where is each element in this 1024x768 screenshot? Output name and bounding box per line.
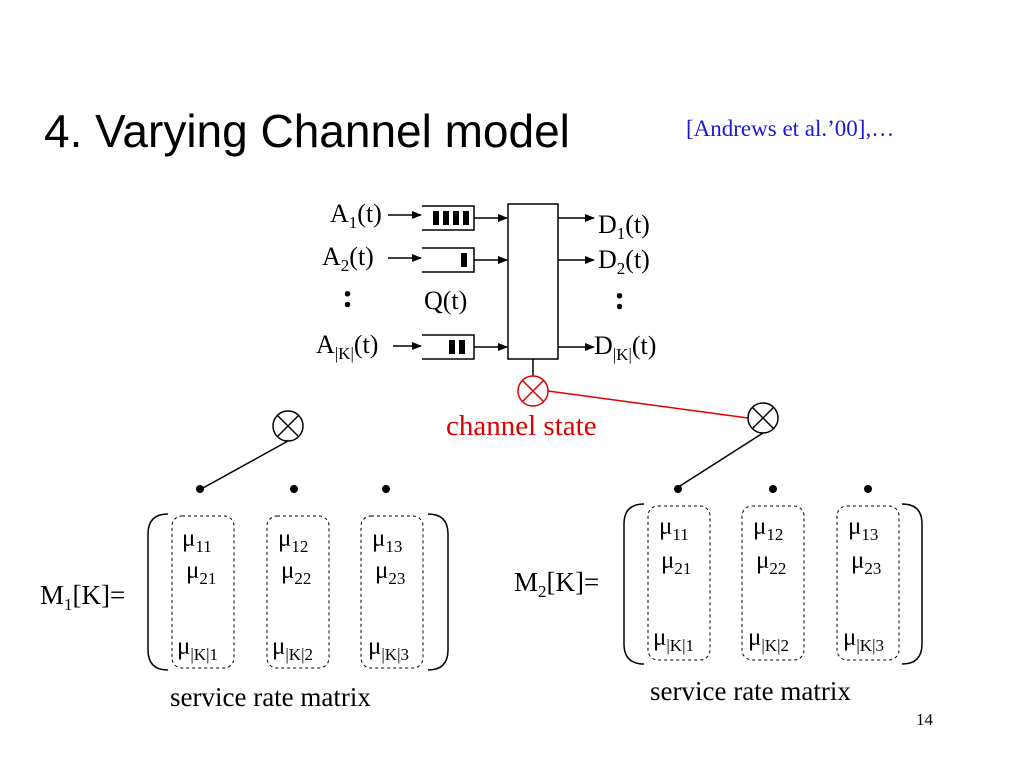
matrix-2-entry-22: μ22 — [756, 547, 787, 578]
channel-state-label: channel state — [446, 410, 597, 442]
matrix-2-entry-k3: μ|K|3 — [843, 624, 884, 655]
page-number: 14 — [916, 710, 933, 729]
matrix-2-entry-13: μ13 — [848, 513, 879, 544]
left-switch-contact-2 — [290, 485, 298, 493]
left-switch-contact-1 — [196, 485, 204, 493]
right-switch-contact-3 — [864, 485, 872, 493]
queue-buffer-k — [422, 334, 475, 360]
arrival-label-k: A|K|(t) — [316, 330, 379, 363]
arrival-label-1: A1(t) — [330, 199, 382, 232]
matrix-1-entry-23: μ23 — [375, 557, 406, 588]
matrix-1-column-1-box — [171, 515, 235, 669]
slide-title: 4. Varying Channel model — [44, 105, 570, 157]
server-box — [507, 203, 559, 360]
matrix-1-left-bracket — [147, 513, 169, 671]
matrix-1-column-3-box — [360, 515, 424, 669]
right-switch-contact-2 — [769, 485, 777, 493]
matrix-1-label: M1[K]= — [40, 580, 126, 614]
matrix-1-entry-k3: μ|K|3 — [368, 633, 409, 664]
matrix-1-entry-12: μ12 — [278, 525, 309, 556]
matrix-2-label: M2[K]= — [514, 567, 600, 601]
matrix-1-entry-21: μ21 — [186, 557, 217, 588]
matrix-2-entry-k1: μ|K|1 — [653, 624, 694, 655]
matrix-1-right-bracket — [427, 513, 449, 671]
matrix-2-entry-23: μ23 — [851, 547, 882, 578]
left-switch-lever — [202, 440, 289, 489]
matrix-2-entry-k2: μ|K|2 — [748, 624, 789, 655]
channel-state-link — [547, 390, 749, 419]
queue-buffer-1 — [422, 205, 475, 231]
channel-state-switch-icon — [517, 375, 549, 407]
queue-buffer-2 — [422, 247, 475, 273]
matrix-2-entry-21: μ21 — [661, 547, 692, 578]
queue-label: Q(t) — [424, 286, 468, 315]
right-switch-contact-1 — [674, 485, 682, 493]
matrix-2-right-bracket — [901, 503, 923, 665]
arrival-ellipsis: : — [342, 278, 354, 315]
matrix-1-entry-22: μ22 — [281, 557, 312, 588]
arrival-label-2: A2(t) — [322, 242, 374, 275]
matrix-2-left-bracket — [623, 503, 645, 665]
departure-ellipsis: : — [614, 280, 626, 317]
matrix-2-column-1-box — [647, 505, 711, 661]
citation: [Andrews et al.’00],… — [686, 116, 895, 141]
matrix-1-entry-k1: μ|K|1 — [177, 633, 218, 664]
matrix-2-column-3-box — [836, 505, 900, 661]
matrix-2-entry-11: μ11 — [659, 513, 689, 544]
matrix-2-entry-12: μ12 — [753, 513, 784, 544]
matrix-2-caption: service rate matrix — [650, 676, 851, 706]
matrix-2-column-2-box — [741, 505, 805, 661]
left-switch-icon — [272, 410, 304, 442]
matrix-1-caption: service rate matrix — [170, 682, 371, 712]
right-switch-lever — [679, 432, 764, 487]
departure-label-2: D2(t) — [598, 245, 650, 278]
left-switch-contact-3 — [382, 485, 390, 493]
matrix-1-entry-k2: μ|K|2 — [272, 633, 313, 664]
departure-label-1: D1(t) — [598, 210, 650, 243]
matrix-1-entry-13: μ13 — [372, 525, 403, 556]
right-switch-icon — [747, 402, 779, 434]
matrix-1-column-2-box — [266, 515, 330, 669]
departure-label-k: D|K|(t) — [594, 331, 657, 364]
matrix-1-entry-11: μ11 — [182, 525, 212, 556]
